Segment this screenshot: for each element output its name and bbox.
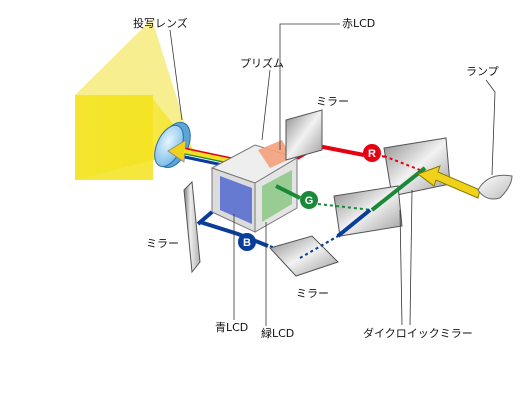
leader-lines <box>169 23 496 326</box>
label-prism: プリズム <box>240 56 284 70</box>
prism-cube <box>210 140 299 233</box>
blue-lcd-panel <box>220 176 252 224</box>
label-mirror-top: ミラー <box>316 95 349 108</box>
mirror-left-shape <box>183 180 201 274</box>
label-mirror-bottom: ミラー <box>296 287 329 300</box>
label-mirror-left: ミラー <box>146 237 179 250</box>
blue-badge: B <box>238 233 256 251</box>
green-lcd-panel <box>262 170 292 222</box>
label-green-lcd: 緑LCD <box>261 326 294 340</box>
label-projection-lens: 投写レンズ <box>133 16 188 30</box>
blue-badge-text: B <box>243 237 251 249</box>
red-badge: R <box>363 144 381 162</box>
red-badge-text: R <box>368 148 376 160</box>
label-lamp: ランプ <box>466 65 499 78</box>
mirror-top-shape <box>285 109 323 161</box>
label-blue-lcd: 青LCD <box>215 321 248 334</box>
label-dichroic-mirror: ダイクロイックミラー <box>363 326 473 340</box>
red-lcd-panel <box>258 140 292 168</box>
green-badge: G <box>300 191 318 209</box>
lamp-beam-arrow <box>416 165 481 199</box>
lamp-icon <box>477 174 513 200</box>
green-badge-text: G <box>305 195 314 207</box>
label-red-lcd: 赤LCD <box>342 17 375 30</box>
